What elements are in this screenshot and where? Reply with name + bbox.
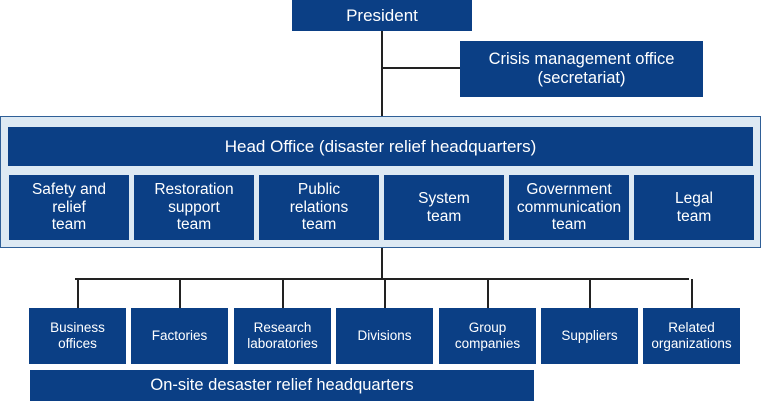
- units-bus-line: [75, 278, 689, 280]
- team-label-line: Public: [297, 180, 341, 198]
- unit-label-line: Related: [668, 320, 715, 336]
- team-label-line: team: [551, 216, 587, 234]
- team-label-line: team: [176, 216, 212, 234]
- unit-drop-line: [588, 279, 591, 308]
- president-label: President: [346, 5, 418, 25]
- team-label-line: team: [676, 207, 712, 225]
- unit-drop-line: [76, 279, 79, 308]
- head-office-box: Head Office (disaster relief headquarter…: [8, 127, 753, 166]
- team-label-line: team: [51, 216, 87, 234]
- team-label-line: team: [301, 216, 337, 234]
- unit-box: Factories: [131, 308, 228, 364]
- crisis-management-office-box: Crisis management office (secretariat): [460, 41, 703, 97]
- unit-label-line: laboratories: [247, 336, 318, 351]
- unit-label-line: Suppliers: [561, 328, 618, 344]
- unit-label-line: Divisions: [357, 328, 412, 344]
- head-office-label: Head Office (disaster relief headquarter…: [224, 136, 537, 156]
- unit-label-line: Factories: [151, 328, 208, 344]
- crisis-office-label-line1: Crisis management office: [488, 50, 675, 69]
- team-label-line: Legal: [675, 189, 713, 207]
- unit-label-line: Research: [253, 320, 312, 336]
- unit-drop-line: [281, 279, 284, 308]
- crisis-office-label-line2: (secretariat): [537, 69, 626, 87]
- unit-label-line: offices: [58, 336, 97, 351]
- unit-label-line: Group: [468, 320, 507, 336]
- president-box: President: [292, 0, 472, 31]
- unit-box: Divisions: [336, 308, 433, 364]
- team-label-line: team: [426, 207, 462, 225]
- trunk-hq-to-units: [381, 248, 383, 279]
- team-label-line: System: [418, 189, 470, 207]
- team-label-line: support: [168, 198, 220, 216]
- trunk-president-to-hq: [381, 31, 383, 116]
- branch-to-crisis-office: [381, 67, 460, 69]
- team-label-line: Restoration: [154, 180, 234, 198]
- unit-label-line: companies: [454, 336, 521, 351]
- team-label-line: relief: [52, 198, 86, 216]
- unit-label-line: Business: [50, 320, 105, 336]
- unit-drop-line: [486, 279, 489, 308]
- team-label-line: Safety and: [31, 180, 107, 198]
- unit-drop-line: [178, 279, 181, 308]
- team-label-line: communication: [516, 198, 622, 216]
- team-label-line: Government: [526, 180, 612, 198]
- unit-label-line: organizations: [651, 336, 732, 351]
- unit-drop-line: [690, 279, 693, 308]
- team-label-line: relations: [289, 198, 349, 216]
- unit-drop-line: [383, 279, 386, 308]
- onsite-hq-label: On-site desaster relief headquarters: [150, 376, 414, 395]
- unit-box: Suppliers: [541, 308, 638, 364]
- onsite-hq-box: On-site desaster relief headquarters: [30, 370, 534, 401]
